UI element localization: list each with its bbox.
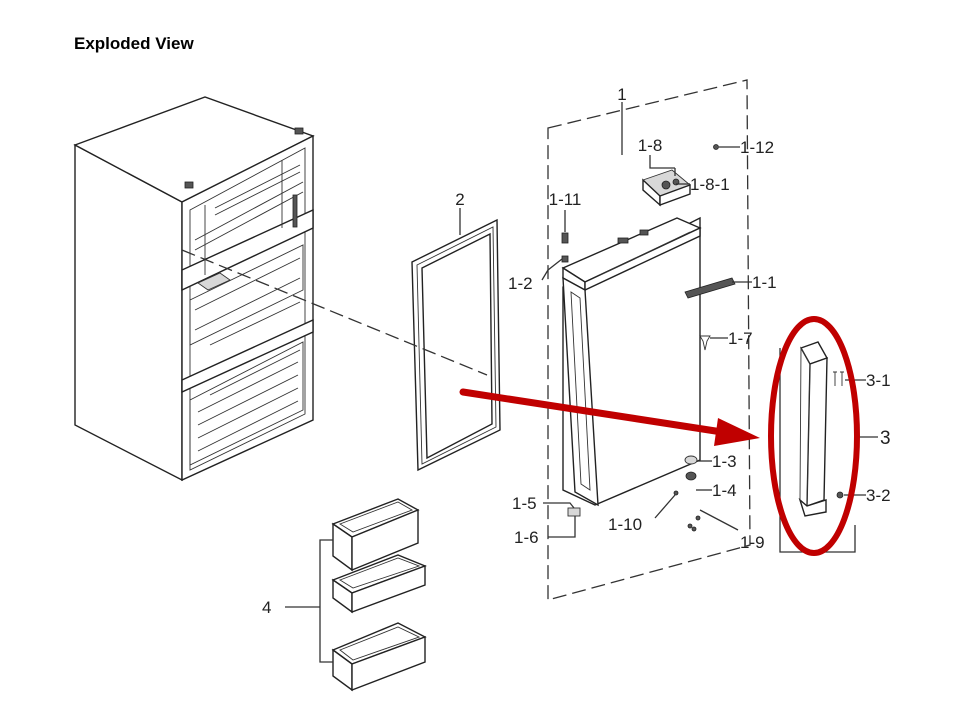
label-4: 4	[262, 598, 271, 617]
label-1-11: 1-11	[549, 190, 582, 209]
part-1-6-bracket	[567, 507, 581, 517]
door-assembly-frame	[547, 79, 751, 601]
refrigerator-door	[561, 216, 702, 507]
part-1-12-screw	[713, 144, 719, 150]
label-1-9: 1-9	[740, 533, 765, 552]
door-handle	[798, 341, 844, 517]
label-3-2: 3-2	[866, 486, 891, 505]
refrigerator-cabinet	[73, 96, 315, 482]
door-bins	[331, 498, 427, 692]
label-1-6: 1-6	[514, 528, 539, 547]
label-1-8: 1-8	[638, 136, 663, 155]
part-1-11-screw	[561, 232, 569, 244]
label-1-12: 1-12	[740, 138, 774, 157]
label-1-4: 1-4	[712, 481, 737, 500]
part-1-9-screws	[687, 515, 701, 532]
label-1-7: 1-7	[728, 329, 753, 348]
label-1-5: 1-5	[512, 494, 537, 513]
label-3-1: 3-1	[866, 371, 891, 390]
part-1-8-cover	[642, 169, 691, 207]
part-1-3-hinge	[684, 455, 698, 481]
part-1-7-screw	[699, 335, 711, 351]
label-2: 2	[455, 190, 464, 209]
label-1-10: 1-10	[608, 515, 642, 534]
bracket-4	[319, 539, 333, 663]
alignment-line-cabinet	[181, 249, 488, 376]
label-1-3: 1-3	[712, 452, 737, 471]
label-1-2: 1-2	[508, 274, 533, 293]
red-arrowhead-icon	[714, 418, 760, 446]
red-highlight-circle-icon	[768, 316, 860, 556]
part-1-1-display	[684, 277, 736, 299]
label-1-1: 1-1	[752, 273, 777, 292]
part-1-10-pin	[673, 490, 679, 496]
door-gasket	[411, 218, 501, 472]
part-1-2-cap	[561, 255, 569, 263]
highlight-annotation	[459, 316, 860, 556]
label-1-8-1: 1-8-1	[690, 175, 730, 194]
label-1: 1	[617, 85, 626, 104]
leader-lines	[285, 102, 878, 608]
label-3: 3	[880, 428, 891, 449]
page-title: Exploded View	[74, 34, 194, 53]
red-arrow-icon	[459, 388, 726, 436]
part-labels: 1 1-12 1-8 1-8-1 1-11 2 1-2 1-1 1-7 3-1 …	[262, 85, 891, 617]
